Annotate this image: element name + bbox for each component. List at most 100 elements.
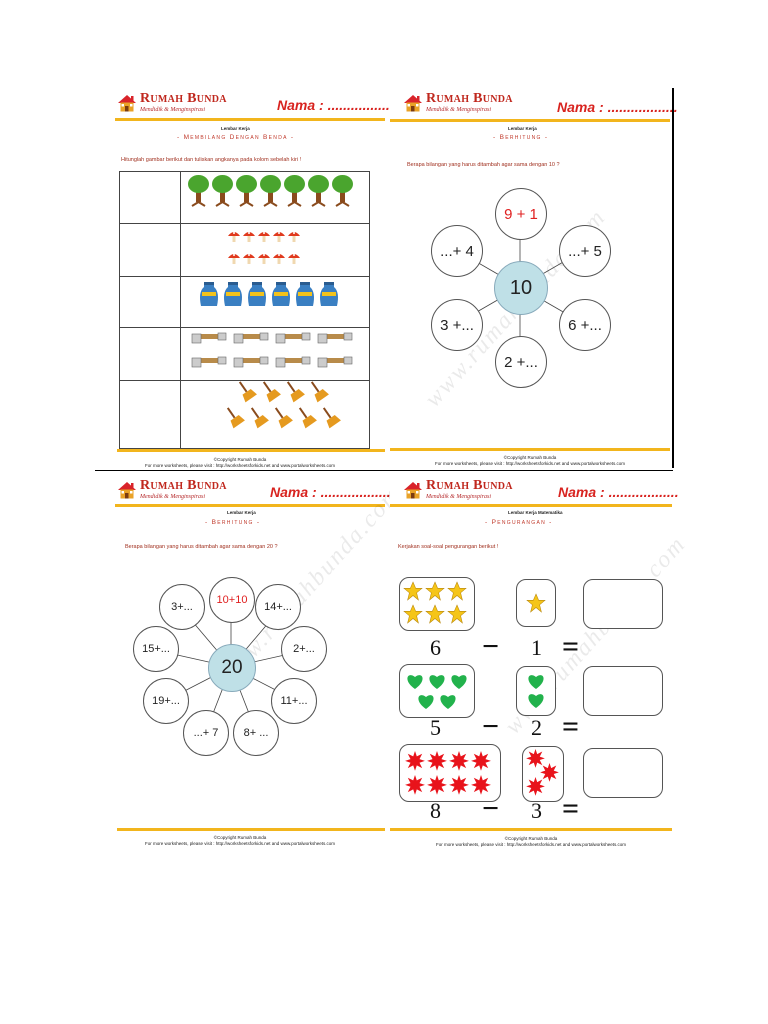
worksheet-subtitle: - Membilang Dengan Benda - bbox=[177, 134, 295, 141]
subtrahend-number-3: 3 bbox=[531, 798, 542, 823]
subtraction-minuend-box bbox=[399, 664, 475, 718]
worksheet-instruction: Hitunglah gambar berikut dan tuliskan an… bbox=[121, 157, 302, 163]
header-divider bbox=[115, 118, 385, 121]
wheel-petal-3[interactable]: 6 +... bbox=[559, 299, 611, 351]
name-field-label: Nama : .................. bbox=[270, 484, 391, 500]
wheel-petal-5[interactable]: 8+ ... bbox=[233, 710, 279, 756]
sheet-label: Lembar Kerja Matematika bbox=[508, 510, 563, 515]
wheel-petal-8[interactable]: 15+... bbox=[133, 626, 179, 672]
brand-tagline: Mendidik & Menginspirasi bbox=[140, 494, 205, 500]
subtraction-minuend-box bbox=[399, 577, 475, 631]
footer-divider bbox=[390, 828, 672, 831]
wheel-petal-1[interactable]: 9 + 1 bbox=[495, 188, 547, 240]
tree-icon-row bbox=[188, 175, 353, 207]
minuend-number-2: 5 bbox=[430, 715, 441, 740]
mushroom-icon-row bbox=[228, 232, 300, 264]
footer-more: For more worksheets, please visit : http… bbox=[144, 463, 336, 468]
house-icon bbox=[404, 481, 422, 498]
answer-box-2[interactable] bbox=[583, 666, 663, 716]
subtraction-subtrahend-box bbox=[522, 746, 564, 802]
header-divider bbox=[390, 119, 670, 122]
star-icon-group bbox=[403, 581, 467, 624]
wheel-petal-6[interactable]: ...+ 4 bbox=[431, 225, 483, 277]
subtraction-subtrahend-box bbox=[516, 579, 556, 627]
burst-icon-group bbox=[526, 749, 559, 796]
sheet-label: Lembar Kerja bbox=[221, 126, 250, 131]
answer-box-1[interactable] bbox=[583, 579, 663, 629]
page-separator-line bbox=[95, 470, 673, 471]
brand-name: Rumah Bunda bbox=[140, 478, 227, 493]
footer-more: For more worksheets, please visit : http… bbox=[434, 461, 626, 466]
equals-sign-2: = bbox=[562, 710, 580, 743]
worksheet-instruction: Kerjakan soal-soal pengurangan berikut ! bbox=[398, 544, 499, 550]
counting-objects bbox=[188, 175, 353, 429]
minuend-number-3: 8 bbox=[430, 798, 441, 823]
brand-tagline: Mendidik & Menginspirasi bbox=[426, 107, 491, 113]
footer-divider bbox=[117, 828, 385, 831]
wheel-petal-7[interactable]: 19+... bbox=[143, 678, 189, 724]
brand-name: Rumah Bunda bbox=[426, 478, 513, 493]
minus-sign-1: − bbox=[482, 630, 500, 663]
answer-box-3[interactable] bbox=[583, 748, 663, 798]
heart-icon-group bbox=[528, 675, 544, 708]
name-field-label: Nama : .................. bbox=[557, 99, 678, 115]
minuend-number-1: 6 bbox=[430, 635, 441, 660]
header-divider bbox=[390, 504, 672, 507]
worksheet-subtitle: - Pengurangan - bbox=[485, 519, 553, 526]
wheel-petal-5[interactable]: 3 +... bbox=[431, 299, 483, 351]
brand-name: Rumah Bunda bbox=[426, 91, 513, 106]
star-icon-group bbox=[526, 593, 546, 613]
worksheet-instruction: Berapa bilangan yang harus ditambah agar… bbox=[407, 162, 560, 168]
name-field-label: Nama : .................. bbox=[558, 484, 679, 500]
minus-sign-3: − bbox=[482, 792, 500, 825]
subtraction-subtrahend-box bbox=[516, 666, 556, 716]
house-icon bbox=[118, 94, 136, 111]
vase-icon-row bbox=[200, 282, 338, 306]
worksheet-subtitle: - Berhitung - bbox=[493, 134, 549, 141]
footer-copyright: ©Copyright Rumah Bunda bbox=[504, 836, 558, 841]
wheel-center-target: 20 bbox=[208, 644, 256, 692]
footer-divider bbox=[390, 448, 670, 451]
burst-icon-group bbox=[405, 751, 491, 795]
hammer-icon-row bbox=[191, 332, 353, 368]
name-field-label: Nama : .................. bbox=[277, 97, 398, 113]
wheel-petal-4[interactable]: 11+... bbox=[271, 678, 317, 724]
worksheet-subtitle: - Berhitung - bbox=[205, 519, 261, 526]
house-icon bbox=[118, 481, 136, 498]
worksheet-instruction: Berapa bilangan yang harus ditambah agar… bbox=[125, 544, 278, 550]
footer-copyright: ©Copyright Rumah Bunda bbox=[503, 455, 557, 460]
wheel-petal-1[interactable]: 10+10 bbox=[209, 577, 255, 623]
footer-more: For more worksheets, please visit : http… bbox=[435, 842, 627, 847]
minus-sign-2: − bbox=[482, 710, 500, 743]
header-divider bbox=[115, 504, 385, 507]
sheet-label: Lembar Kerja bbox=[227, 510, 256, 515]
equals-sign-1: = bbox=[562, 630, 580, 663]
wheel-petal-9[interactable]: 3+... bbox=[159, 584, 205, 630]
wheel-petal-2[interactable]: ...+ 5 bbox=[559, 225, 611, 277]
footer-copyright: ©Copyright Rumah Bunda bbox=[213, 457, 267, 462]
wheel-petal-3[interactable]: 2+... bbox=[281, 626, 327, 672]
page-edge-line bbox=[672, 88, 674, 468]
footer-divider bbox=[117, 449, 385, 452]
wheel-petal-2[interactable]: 14+... bbox=[255, 584, 301, 630]
heart-icon-group bbox=[407, 675, 467, 709]
subtrahend-number-1: 1 bbox=[531, 635, 542, 660]
broom-icon-row bbox=[226, 381, 341, 429]
brand-name: Rumah Bunda bbox=[140, 91, 227, 106]
wheel-center-target: 10 bbox=[494, 261, 548, 315]
brand-tagline: Mendidik & Menginspirasi bbox=[140, 107, 205, 113]
house-icon bbox=[404, 94, 422, 111]
sheet-label: Lembar Kerja bbox=[508, 126, 537, 131]
wheel-petal-6[interactable]: ...+ 7 bbox=[183, 710, 229, 756]
footer-copyright: ©Copyright Rumah Bunda bbox=[213, 835, 267, 840]
wheel-petal-4[interactable]: 2 +... bbox=[495, 336, 547, 388]
subtraction-minuend-box bbox=[399, 744, 501, 802]
